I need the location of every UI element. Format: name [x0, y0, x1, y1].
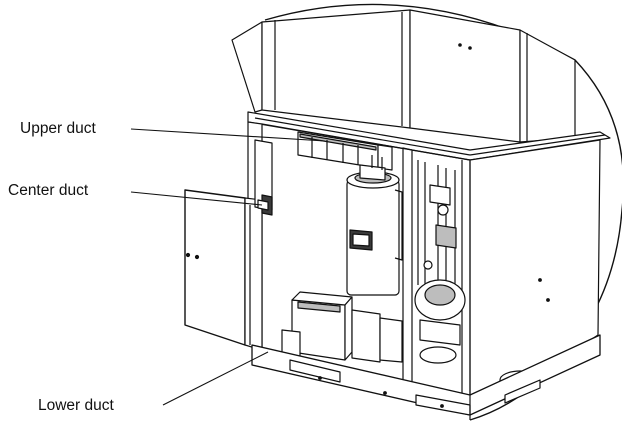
upper-cabinet — [231, 9, 611, 161]
lower-duct-assembly — [281, 291, 403, 363]
leader-lines — [130, 128, 326, 406]
leader-upper-duct — [130, 128, 326, 142]
base-rail — [251, 334, 601, 420]
center-duct-door — [184, 139, 273, 351]
lower-duct-label: Lower duct — [38, 397, 114, 414]
center-duct-label: Center duct — [8, 182, 89, 199]
compressor — [346, 155, 403, 296]
leader-lower-duct — [162, 351, 269, 406]
leader-center-duct — [130, 191, 263, 206]
lower-cabinet — [247, 121, 601, 396]
upper-duct-label: Upper duct — [20, 120, 96, 137]
